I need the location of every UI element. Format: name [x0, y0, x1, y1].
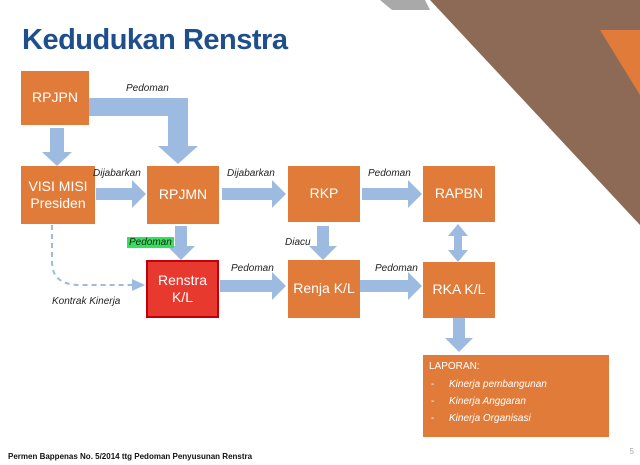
box-rpjmn-label: RPJMN [158, 186, 208, 203]
arrow-rpjpn-rpjmn [88, 98, 198, 164]
corner-band-grey [380, 0, 430, 10]
label-pedoman-top: Pedoman [126, 83, 169, 94]
laporan-item: -Kinerja Anggaran [431, 396, 526, 407]
arrow-visi-rpjmn [96, 180, 146, 208]
arrow-rka-laporan [445, 318, 473, 352]
box-renstra-line1: Renstra [157, 271, 208, 288]
box-laporan: LAPORAN: -Kinerja pembangunan -Kinerja A… [423, 355, 609, 437]
label-pedoman-highlight: Pedoman [127, 237, 174, 248]
arrow-renstra-renja [220, 272, 286, 300]
box-rka-kl: RKA K/L [423, 262, 495, 318]
label-dijabarkan-visi-rpjmn: Dijabarkan [93, 168, 141, 179]
corner-band-brown [430, 0, 640, 225]
label-diacu: Diacu [285, 237, 311, 248]
box-renja-label: Renja K/L [293, 280, 355, 297]
arrow-rpjpn-visi [42, 128, 72, 166]
box-visi-misi-presiden: VISI MISI Presiden [21, 166, 95, 224]
label-pedoman-renja-rka: Pedoman [375, 263, 418, 274]
arrow-rkp-renja [309, 226, 337, 260]
box-rpjpn-label: RPJPN [32, 89, 78, 106]
label-pedoman-rkp-rapbn: Pedoman [368, 168, 411, 179]
arrow-rapbn-rka [448, 224, 468, 262]
arrow-rkp-rapbn [362, 180, 422, 208]
box-visi-line1: VISI MISI [28, 177, 88, 194]
box-renja-kl: Renja K/L [288, 260, 360, 318]
arrow-rpjmn-rkp [222, 180, 286, 208]
label-pedoman-renstra-renja: Pedoman [231, 263, 274, 274]
footer-source: Permen Bappenas No. 5/2014 ttg Pedoman P… [8, 452, 253, 461]
box-renstra-kl: Renstra K/L [146, 260, 219, 318]
page-title: Kedudukan Renstra [22, 24, 288, 56]
label-kontrak-kinerja: Kontrak Kinerja [52, 296, 121, 307]
laporan-item: -Kinerja pembangunan [431, 379, 547, 390]
label-dijabarkan-rpjmn-rkp: Dijabarkan [227, 168, 275, 179]
box-rkp-label: RKP [309, 185, 339, 202]
box-rka-label: RKA K/L [432, 281, 486, 298]
box-renstra-line2: K/L [171, 289, 193, 305]
corner-band-orange [600, 30, 640, 95]
laporan-list: -Kinerja pembangunan -Kinerja Anggaran -… [429, 376, 603, 427]
laporan-item: -Kinerja Organisasi [431, 413, 531, 424]
box-rkp: RKP [288, 166, 360, 222]
arrow-renja-rka [360, 272, 422, 300]
box-visi-line2: Presiden [30, 195, 86, 211]
dashed-connector-kontrak [51, 225, 132, 286]
page-number: 5 [629, 447, 634, 456]
box-rapbn: RAPBN [423, 166, 495, 222]
box-rpjmn: RPJMN [147, 166, 219, 224]
box-rpjpn: RPJPN [21, 71, 89, 125]
box-rapbn-label: RAPBN [434, 185, 484, 202]
laporan-heading: LAPORAN: [429, 361, 480, 372]
arrow-rpjmn-renstra [167, 226, 195, 260]
dashed-arrowhead-kontrak [132, 279, 145, 291]
